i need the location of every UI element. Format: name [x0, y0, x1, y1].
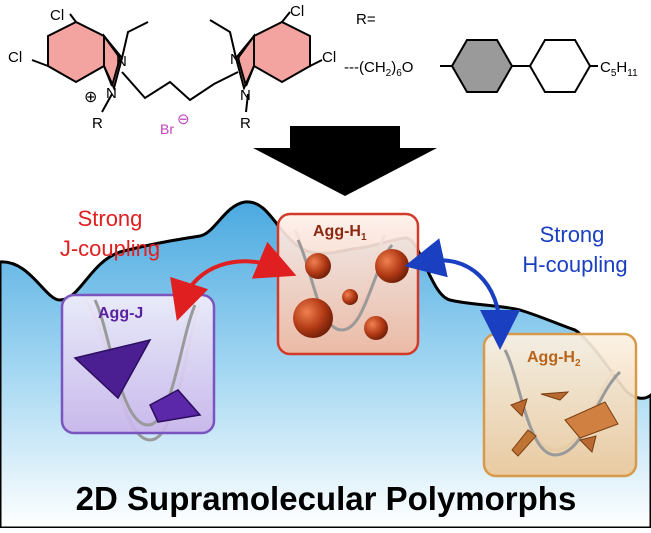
bromide-charge: ⊖ — [177, 111, 190, 128]
r-label: R — [92, 115, 103, 132]
plate — [511, 429, 537, 457]
nitrogen-label: N — [230, 51, 241, 68]
agg-j-label: Agg-J — [98, 305, 143, 322]
pentyl-label: C5H11 — [600, 59, 638, 79]
strong-h-label-2: H-coupling — [522, 252, 627, 277]
r-definition-label: R= — [356, 11, 376, 28]
particle — [305, 253, 331, 279]
h-coupling-arrow — [404, 238, 520, 350]
plate — [510, 398, 528, 417]
figure-title: 2D Supramolecular Polymorphs — [76, 480, 577, 517]
strong-j-label-2: J-coupling — [60, 236, 160, 261]
crystal-small — [149, 389, 202, 423]
down-arrow — [253, 126, 437, 196]
particle — [364, 316, 388, 340]
agg-h2-label: Agg-H2 — [527, 349, 581, 369]
nitrogen-label: N — [116, 53, 127, 70]
particle — [342, 289, 358, 305]
bromide-label: Br — [160, 121, 174, 137]
r-chain-formula: ---(CH2)6O — [344, 59, 413, 79]
plate — [579, 435, 597, 453]
cl-label: Cl — [50, 7, 64, 24]
cyanine-dye-structure — [31, 11, 323, 113]
phenyl-cyclohexyl-group — [440, 39, 598, 93]
particle — [375, 249, 409, 283]
cl-label: Cl — [322, 49, 336, 66]
cl-label: Cl — [8, 49, 22, 66]
cl-label: Cl — [290, 3, 304, 20]
r-label: R — [240, 115, 251, 132]
energy-well-h2-overlay — [503, 349, 622, 457]
energy-well-j-overlay — [93, 299, 197, 427]
j-coupling-arrow — [170, 241, 297, 322]
plus-sign: ⊕ — [84, 89, 97, 106]
crystal-large — [73, 338, 152, 400]
strong-h-label: Strong — [540, 222, 605, 247]
plate — [564, 401, 619, 439]
strong-j-label: Strong — [78, 206, 143, 231]
agg-h1-label: Agg-H1 — [313, 223, 367, 243]
nitrogen-label: N — [240, 87, 251, 104]
nitrogen-label: N — [106, 85, 117, 102]
plate — [540, 391, 570, 401]
particle — [293, 298, 333, 338]
